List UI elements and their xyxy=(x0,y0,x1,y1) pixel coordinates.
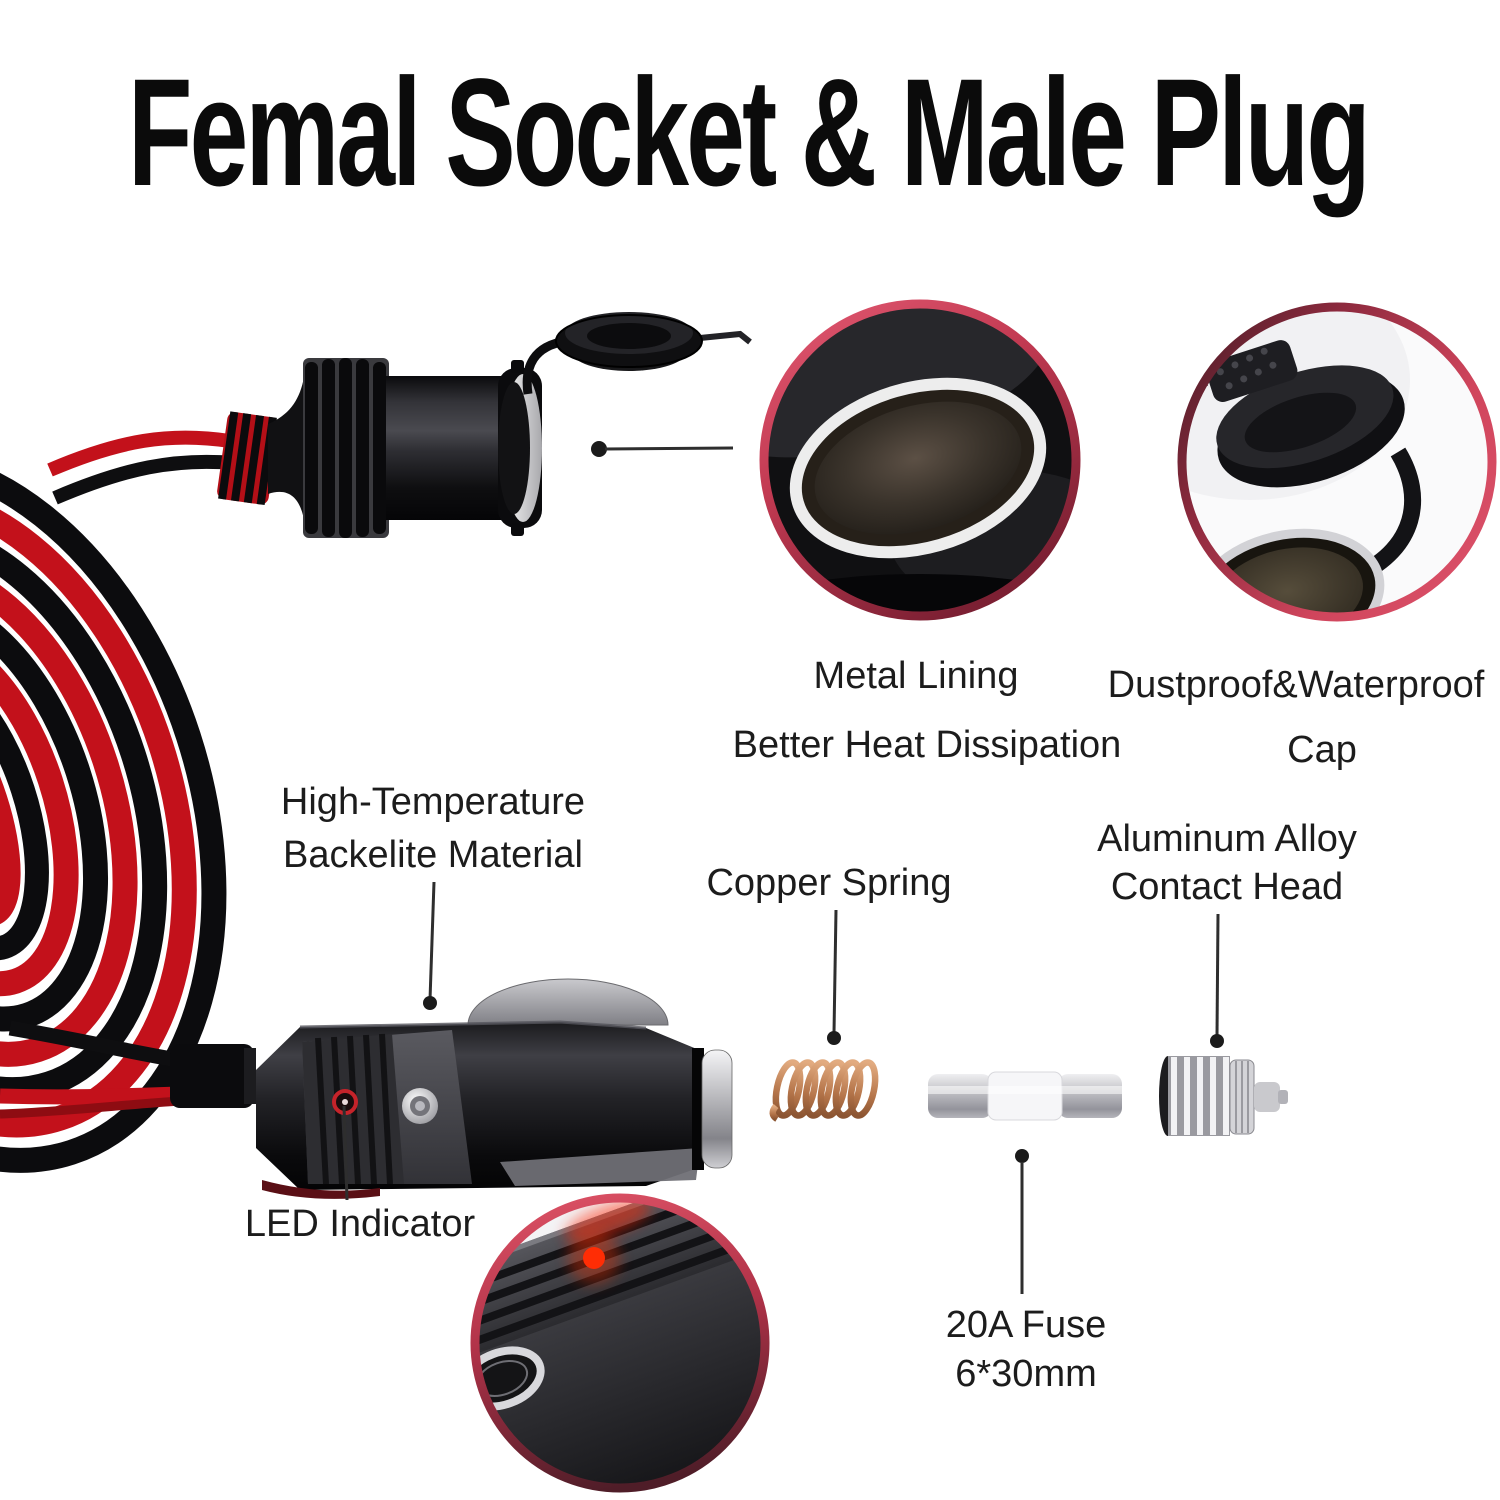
fuse-label-line2: 6*30mm xyxy=(955,1353,1097,1395)
waterproof-cap-inset xyxy=(1177,302,1497,622)
callout-contact-head: Aluminum Alloy Contact Head xyxy=(1097,818,1357,1048)
male-plug xyxy=(256,978,733,1199)
copper-spring-label: Copper Spring xyxy=(706,862,951,904)
metal-lining-inset xyxy=(759,299,1081,621)
led-label: LED Indicator xyxy=(245,1203,476,1245)
led-inset xyxy=(470,1193,770,1493)
contact-head-label-line2: Contact Head xyxy=(1111,866,1343,908)
callout-fuse: 20A Fuse 6*30mm xyxy=(946,1149,1107,1395)
contact-head-label-line1: Aluminum Alloy xyxy=(1097,818,1357,860)
fuse-label-line1: 20A Fuse xyxy=(946,1304,1107,1346)
socket-cap xyxy=(522,312,752,395)
coiled-cable xyxy=(0,447,227,1173)
cable-to-plug xyxy=(0,1020,256,1119)
metal-lining-label-line2: Better Heat Dissipation xyxy=(733,724,1122,766)
callout-backelite: High-Temperature Backelite Material xyxy=(281,781,585,1010)
cable-to-socket xyxy=(47,411,279,506)
waterproof-cap-label-line1: Dustproof&Waterproof xyxy=(1108,664,1485,706)
spring-clip-fin xyxy=(467,978,669,1026)
callout-copper-spring: Copper Spring xyxy=(706,862,952,1045)
led-glow xyxy=(583,1247,605,1269)
contact-head xyxy=(1159,1056,1288,1136)
pointer-metal-lining xyxy=(591,441,734,457)
fuse xyxy=(928,1071,1122,1121)
plug-tip-ring xyxy=(701,1049,733,1169)
copper-spring xyxy=(769,1059,879,1122)
backelite-label-line2: Backelite Material xyxy=(283,834,583,876)
callout-led: LED Indicator xyxy=(245,1105,476,1245)
backelite-label-line1: High-Temperature xyxy=(281,781,585,823)
plug-button xyxy=(402,1088,438,1124)
female-socket xyxy=(268,312,752,538)
page-title: Femal Socket & Male Plug xyxy=(128,47,1368,218)
waterproof-cap-label-line2: Cap xyxy=(1287,729,1357,771)
metal-lining-label-line1: Metal Lining xyxy=(814,655,1019,697)
